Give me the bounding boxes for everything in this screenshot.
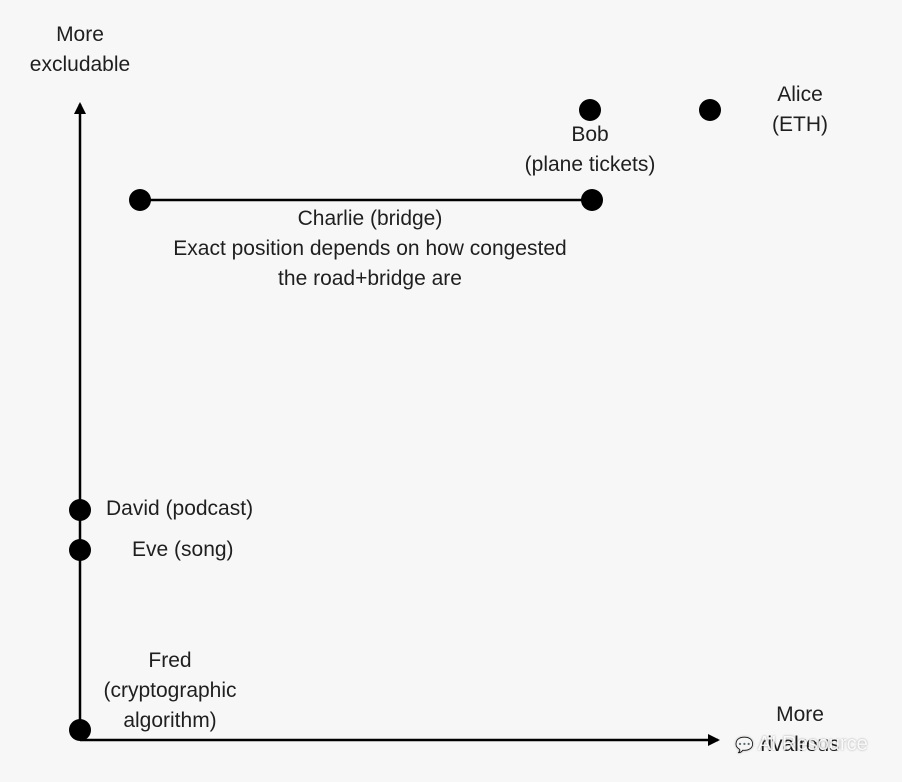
charlie-left-point (129, 189, 151, 211)
fred-label-line1: Fred (148, 649, 192, 672)
bob-label: Bob (plane tickets) (525, 120, 656, 180)
y-axis-label-line2: excludable (29, 53, 131, 76)
y-axis-label-line1: More (56, 23, 104, 46)
eve-label-line1: Eve (song) (132, 538, 234, 561)
alice-point (699, 99, 721, 121)
bob-point (579, 99, 601, 121)
fred-label-line2: (cryptographic (103, 679, 237, 702)
eve-label: Eve (song) (132, 535, 234, 565)
fred-label: Fred (cryptographic algorithm) (103, 646, 236, 736)
david-point (69, 499, 91, 521)
bob-label-line1: Bob (571, 123, 609, 146)
x-axis-label-line2: rivalrous (760, 733, 840, 756)
david-label-line1: David (podcast) (106, 497, 254, 520)
bob-label-line2: (plane tickets) (524, 153, 656, 176)
x-axis-label: More rivalrous (760, 700, 839, 760)
x-axis-label-line1: More (776, 703, 824, 726)
wechat-icon: 💬 (735, 737, 754, 754)
alice-label-line1: Alice (777, 83, 823, 106)
charlie-right-point (581, 189, 603, 211)
alice-label-line2: (ETH) (772, 113, 828, 136)
charlie-label: Charlie (bridge) Exact position depends … (173, 204, 566, 294)
charlie-label-line1: Charlie (bridge) (297, 207, 443, 230)
fred-label-line3: algorithm) (123, 709, 217, 732)
eve-point (69, 539, 91, 561)
watermark: 💬AI Resource (735, 730, 868, 760)
y-axis-label: More excludable (30, 20, 130, 80)
alice-label: Alice (ETH) (772, 80, 828, 140)
fred-point (69, 719, 91, 741)
charlie-label-line2: Exact position depends on how congested (173, 237, 567, 260)
watermark-text: AI Resource (757, 733, 868, 755)
david-label: David (podcast) (106, 494, 253, 524)
charlie-label-line3: the road+bridge are (278, 267, 462, 290)
